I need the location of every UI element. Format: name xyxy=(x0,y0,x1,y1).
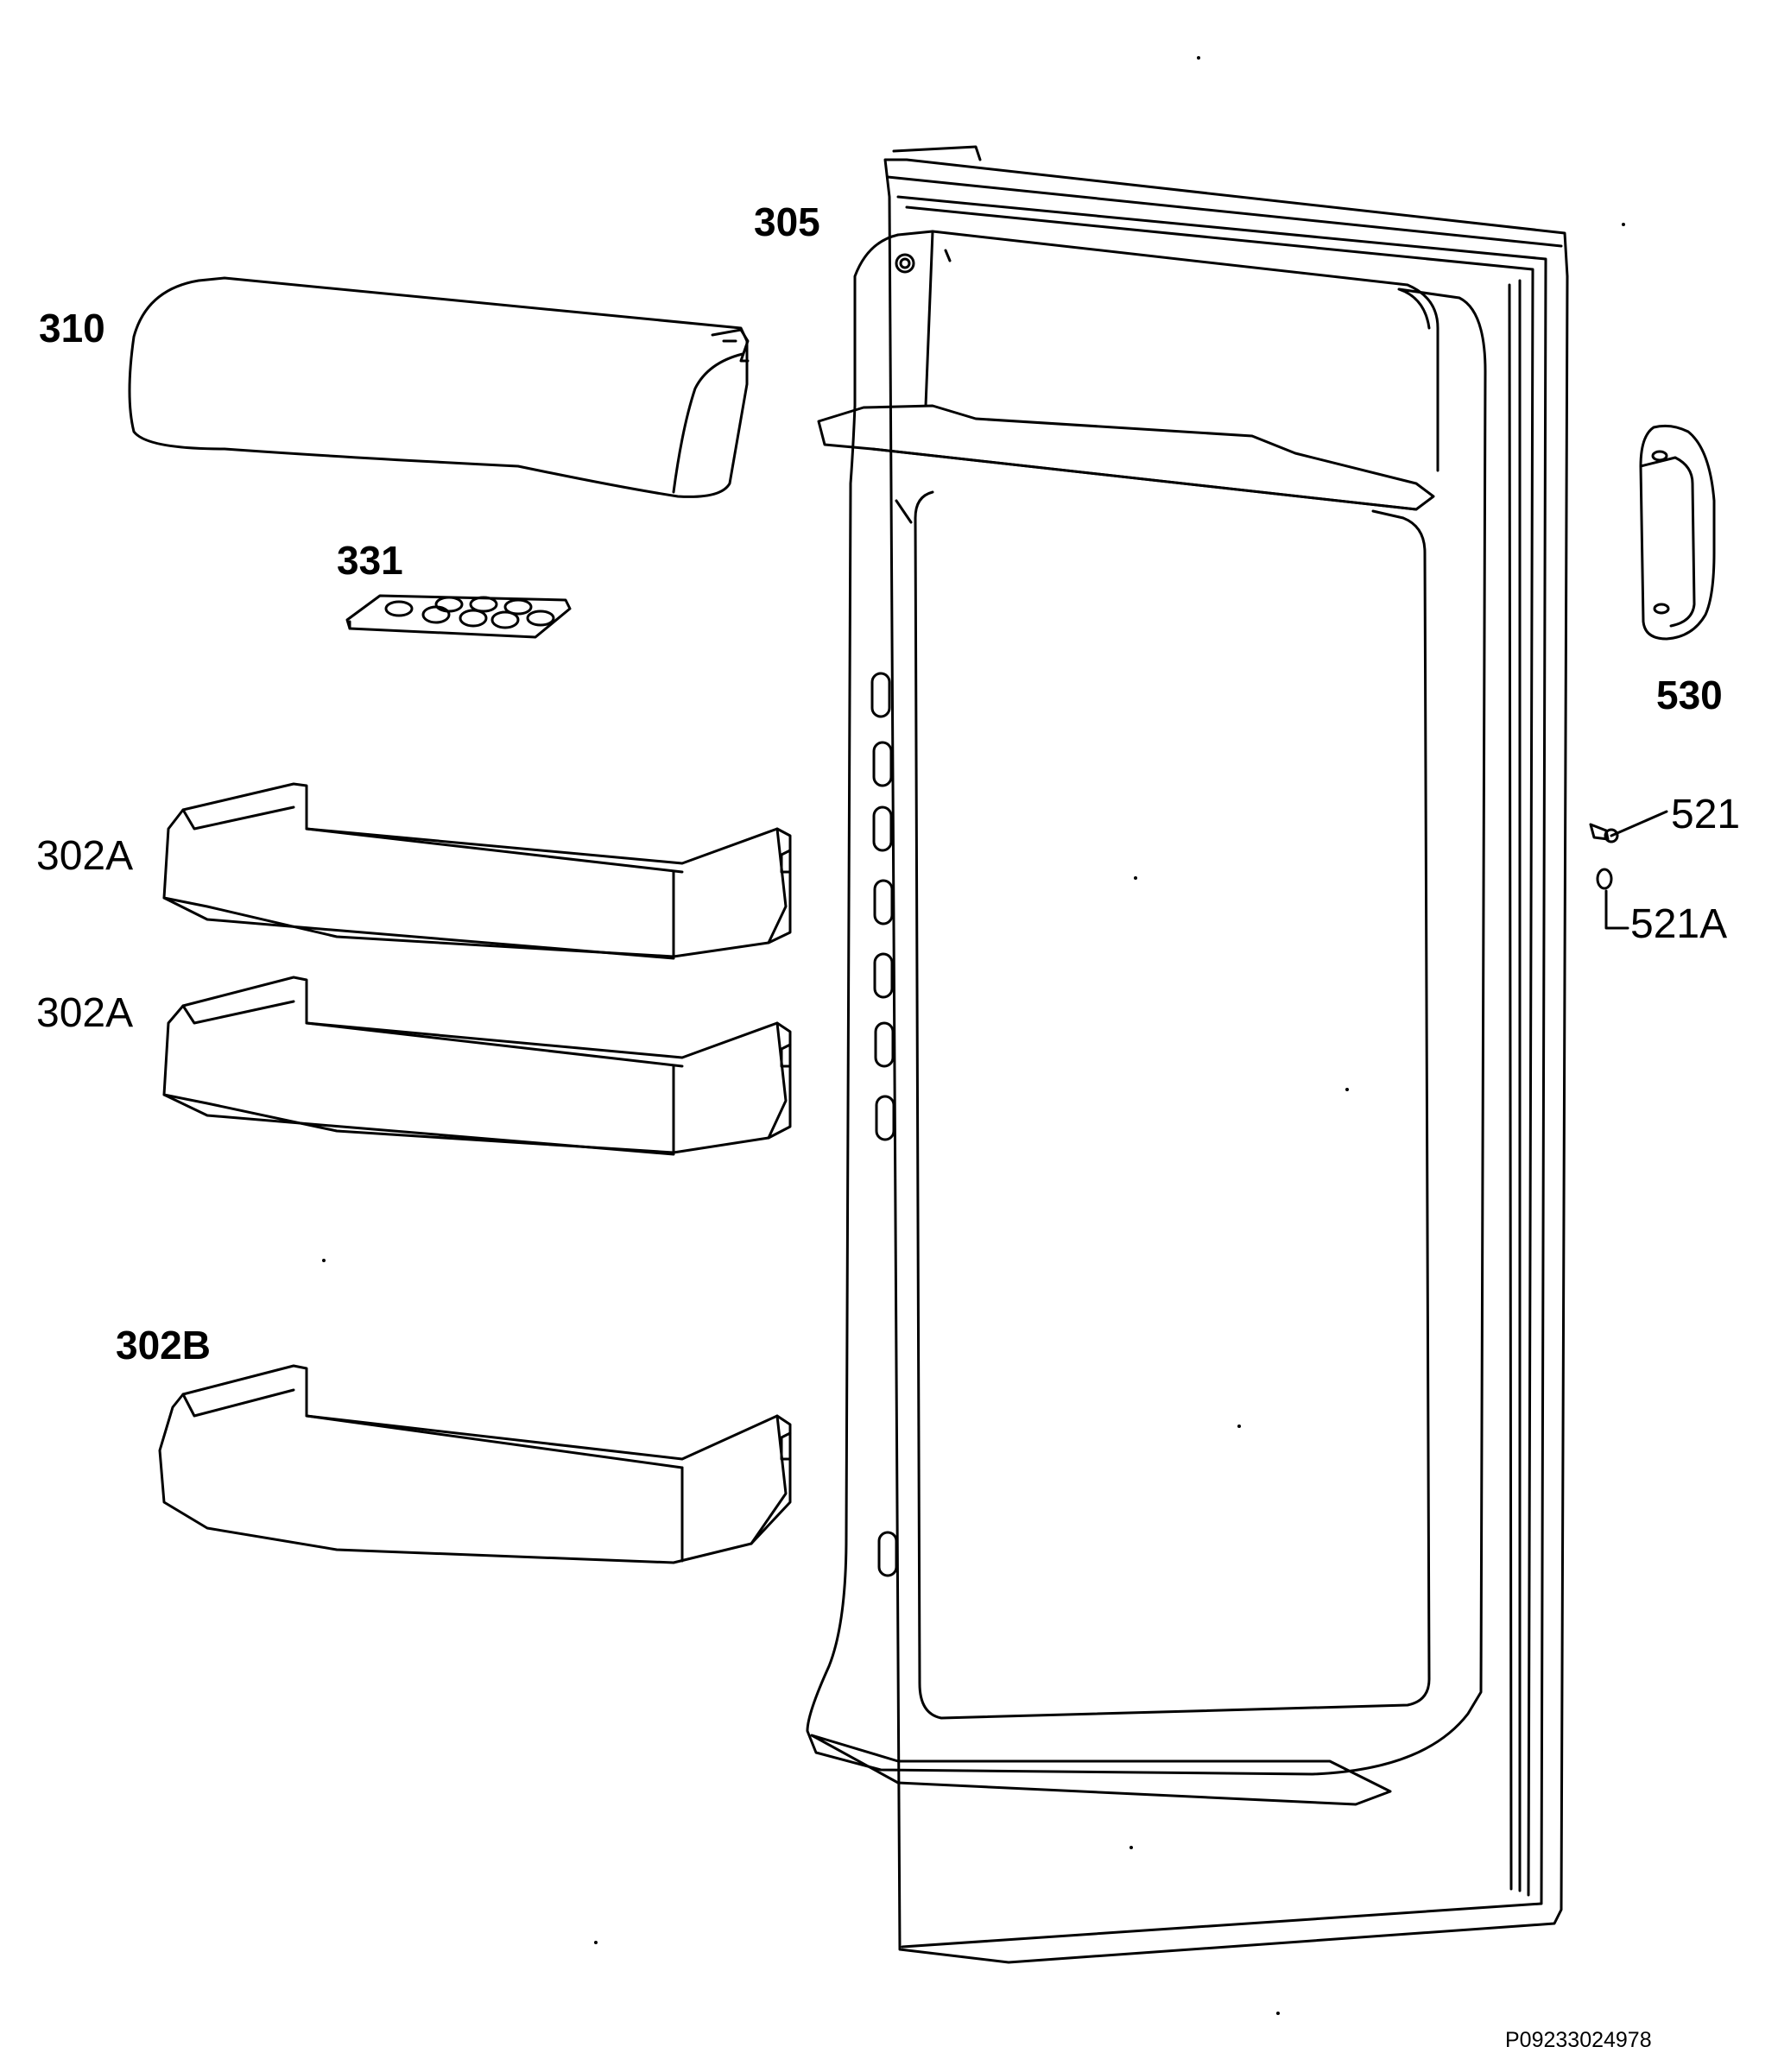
figure-reference-code: P09233024978 xyxy=(1505,2028,1652,2052)
label-302a-upper: 302A xyxy=(36,833,134,879)
label-521a: 521A xyxy=(1630,901,1728,947)
door-bin-302a-lower xyxy=(162,976,792,1156)
dairy-cover xyxy=(128,276,750,498)
door-bin-302a-upper xyxy=(162,782,792,960)
label-305: 305 xyxy=(754,199,820,244)
shelf-slots xyxy=(870,672,898,1577)
label-302b: 302B xyxy=(116,1323,211,1368)
label-530: 530 xyxy=(1656,673,1723,717)
label-310: 310 xyxy=(39,306,105,351)
egg-tray xyxy=(345,594,572,639)
label-302a-lower: 302A xyxy=(36,990,134,1036)
label-521: 521 xyxy=(1671,792,1741,837)
label-331: 331 xyxy=(337,538,403,583)
door-handle xyxy=(1639,424,1716,641)
door-bin-302b xyxy=(158,1364,792,1564)
scan-specks xyxy=(322,56,1625,2015)
door-panel xyxy=(806,145,1569,1964)
screw-and-washer xyxy=(1589,810,1668,930)
